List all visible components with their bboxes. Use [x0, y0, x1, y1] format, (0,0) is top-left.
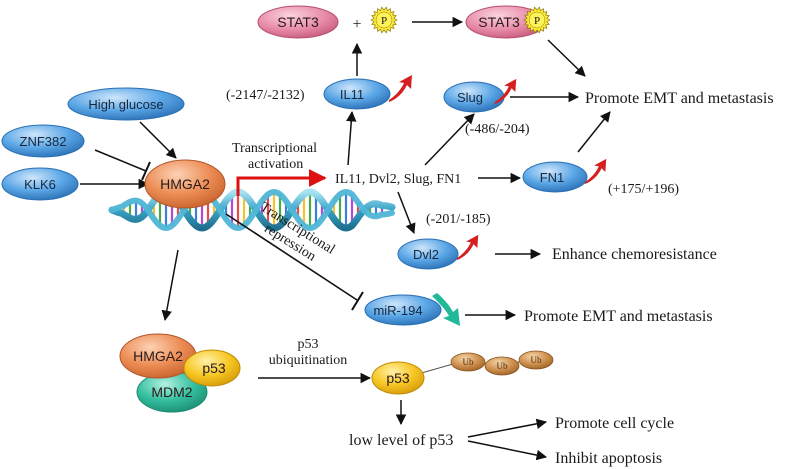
hmga2-node: HMGA2 — [144, 159, 226, 209]
arrow-stat3p-to-emt — [547, 39, 586, 77]
ubiquitin-2: Ub — [484, 356, 520, 376]
stat3-node: STAT3 — [257, 5, 339, 39]
dvl2-node: Dvl2 — [397, 238, 459, 270]
downregulation-arrow-icon — [432, 293, 460, 326]
mir194-node: miR-194 — [364, 294, 442, 326]
outcome-emt-mir: Promote EMT and metastasis — [524, 308, 713, 325]
arrow-targets-to-slug — [424, 113, 475, 166]
connectors — [80, 16, 611, 461]
high-glucose-node: High glucose — [67, 87, 185, 121]
outcome-emt-top: Promote EMT and metastasis — [585, 90, 774, 107]
svg-text:HMGA2: HMGA2 — [133, 348, 183, 364]
svg-text:FN1: FN1 — [540, 170, 565, 185]
stat3-phospho-node: STAT3 — [465, 5, 547, 39]
plus-sign: + — [352, 16, 361, 33]
low-p53-label: low level of p53 — [349, 432, 453, 449]
inhibit-bar-znf382 — [141, 161, 151, 181]
arrow-fn1-to-emt — [577, 111, 611, 153]
svg-text:Slug: Slug — [457, 90, 483, 105]
fn1-node: FN1 — [522, 161, 588, 193]
svg-text:miR-194: miR-194 — [373, 303, 422, 318]
outcome-apoptosis: Inhibit apoptosis — [555, 450, 662, 467]
upregulation-arrow-icon — [389, 75, 412, 102]
svg-text:Dvl2: Dvl2 — [413, 247, 439, 262]
svg-text:p53: p53 — [202, 360, 226, 376]
complex-mdm2-node: MDM2 — [136, 371, 208, 413]
svg-text:STAT3: STAT3 — [277, 14, 319, 30]
svg-text:KLK6: KLK6 — [24, 177, 56, 192]
svg-text:ZNF382: ZNF382 — [20, 134, 67, 149]
arrow-low-to-apoptosis — [467, 440, 548, 461]
p53-ubiq-label-1: p53 — [298, 337, 319, 352]
tx-activation-label-2: activation — [248, 157, 303, 172]
outcome-chemoresistance: Enhance chemoresistance — [552, 246, 717, 263]
svg-text:P: P — [534, 15, 540, 27]
inhibit-bar-mir194 — [351, 291, 364, 311]
slug-node: Slug — [443, 81, 505, 113]
arrow-targets-to-dvl2 — [397, 191, 416, 234]
inhibit-hmga2-mir194 — [225, 213, 358, 301]
upregulation-arrow-icon — [456, 234, 479, 261]
dvl2-site-label: (-201/-185) — [426, 212, 491, 227]
ubiquitin-3: Ub — [518, 350, 554, 370]
arrow-targets-to-il11 — [346, 110, 357, 166]
slug-site-label: (-486/-204) — [465, 122, 530, 137]
upregulation-arrow-icon — [584, 158, 607, 185]
svg-text:Ub: Ub — [531, 355, 542, 365]
arrow-activation — [236, 169, 327, 196]
svg-text:p53: p53 — [386, 370, 410, 386]
il11-node: IL11 — [323, 78, 391, 110]
svg-text:IL11: IL11 — [340, 87, 364, 102]
arrow-glucose-to-hmga2 — [139, 121, 177, 159]
dna-strand-2 — [109, 188, 395, 232]
arrow-hmga2-to-complex — [161, 249, 179, 322]
target-genes-label: IL11, Dvl2, Slug, FN1 — [335, 172, 461, 187]
svg-text:High glucose: High glucose — [88, 97, 163, 112]
phosphate-icon: P — [370, 6, 398, 34]
inhibit-znf382-hmga2 — [94, 149, 147, 172]
complex-p53-node: p53 — [183, 349, 241, 387]
ubiquitin-chain: Ub Ub Ub — [417, 350, 554, 376]
svg-text:Ub: Ub — [463, 357, 474, 367]
il11-site-label: (-2147/-2132) — [226, 88, 305, 103]
phosphate-icon: P — [523, 6, 551, 34]
znf382-node: ZNF382 — [1, 124, 85, 158]
klk6-node: KLK6 — [1, 167, 79, 201]
arrow-low-to-cellcycle — [467, 418, 548, 438]
ubiquitin-1: Ub — [450, 352, 486, 372]
svg-text:P: P — [381, 15, 387, 27]
outcome-cell-cycle: Promote cell cycle — [555, 415, 674, 432]
p53-ub-node: p53 — [371, 361, 425, 395]
svg-text:HMGA2: HMGA2 — [160, 176, 210, 192]
tx-activation-label-1: Transcriptional — [232, 141, 317, 156]
svg-text:MDM2: MDM2 — [151, 384, 192, 400]
fn1-site-label: (+175/+196) — [608, 182, 679, 197]
svg-text:STAT3: STAT3 — [478, 14, 520, 30]
p53-ubiq-label-2: ubiquitination — [269, 353, 348, 368]
svg-text:Ub: Ub — [497, 361, 508, 371]
